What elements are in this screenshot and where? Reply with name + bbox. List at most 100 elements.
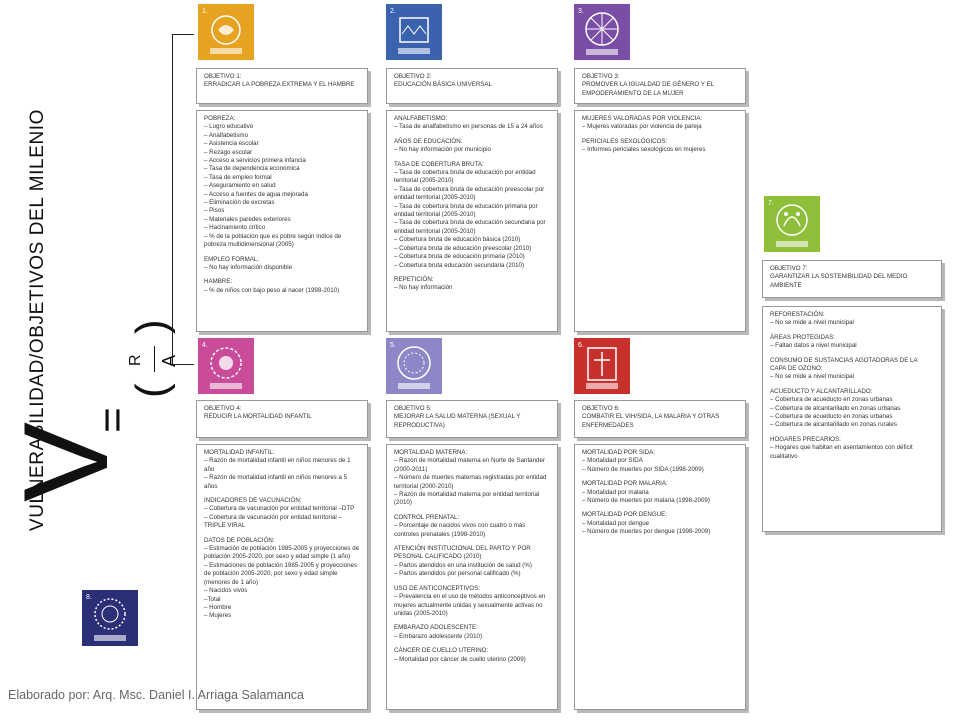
indicator-line: HAMBRE: [204, 278, 233, 286]
mdg-2-number: 2. [390, 8, 396, 15]
objective-1-label: OBJETIVO 1: [204, 73, 242, 80]
indicator-line: – Prevalencia en el uso de métodos antic… [394, 593, 546, 617]
objective-2-label: OBJETIVO 2: [394, 73, 432, 80]
indicator-line: – Mujeres valoradas por violencia de par… [582, 123, 702, 131]
indicator-line: – Nacidos vivos [204, 587, 248, 595]
mdg-3-icon: 3. [574, 4, 630, 60]
objective-6-indicators: MORTALIDAD POR SIDA:– Mortalidad por SID… [574, 444, 746, 710]
indicator-line: POBREZA: [204, 115, 236, 122]
objective-4-header: OBJETIVO 4: REDUCIR LA MORTALIDAD INFANT… [196, 400, 368, 438]
indicator-line: – Número de muertes maternas registradas… [394, 474, 547, 490]
indicator-line: AÑOS DE EDUCACIÓN: [394, 137, 463, 145]
indicator-line: – Razón de mortalidad materna por entida… [394, 491, 540, 507]
indicator-line: HOGARES PRECARIOS: [770, 435, 841, 443]
connector-bottom [172, 364, 194, 365]
objective-3-header: OBJETIVO 3: PROMOVER LA IGUALDAD DE GÉNE… [574, 68, 746, 104]
mdg-7-icon: 7. [764, 196, 820, 252]
mdg-1-number: 1. [202, 8, 208, 15]
objective-7-indicators: REFORESTACIÓN:– No se mide a nivel munic… [762, 306, 942, 532]
objective-7-header: OBJETIVO 7: GARANTIZAR LA SOSTENIBILIDAD… [762, 260, 942, 298]
indicator-line: – Cobertura de vacunación por entidad te… [204, 505, 355, 513]
indicator-line: – Mortalidad por dengue [582, 519, 650, 527]
indicator-line: EMBARAZO ADOLESCENTE: [394, 624, 478, 632]
mdg-2-icon: 2. [386, 4, 442, 60]
mdg-5-icon: 5. [386, 338, 442, 394]
objective-4-indicators: MORTALIDAD INFANTIL: – Razón de mortalida… [196, 444, 368, 710]
objective-2-title: EDUCACIÓN BÁSICA UNIVERSAL [394, 81, 492, 89]
objective-3-indicators: MUJERES VALORADAS POR VIOLENCIA:– Mujere… [574, 110, 746, 332]
indicator-line: – Acceso a servicios primera infancia [204, 157, 306, 165]
indicator-line: ATENCIÓN INSTITUCIONAL DEL PARTO Y POR P… [394, 545, 531, 561]
formula-numerator: R [127, 354, 144, 366]
indicator-line: – Partos atendidos en una institución de… [394, 561, 532, 569]
indicator-line: MORTALIDAD POR MALARIA: [582, 480, 668, 488]
indicator-line: CONSUMO DE SUSTANCIAS AGOTADORAS DE LA C… [770, 356, 918, 373]
formula-denominator: A [159, 354, 179, 367]
indicator-line: – Número de muertes por SIDA (1998-2009) [582, 465, 704, 473]
indicator-line: – No hay información disponible [204, 263, 293, 271]
indicator-line: – Número de muertes por malaria (1998-20… [582, 497, 710, 505]
formula-equals: = [87, 407, 137, 433]
objective-5-header: OBJETIVO 5: MEJORAR LA SALUD MATERNA (SE… [386, 400, 558, 438]
objective-6-title: COMBATIR EL VIH/SIDA, LA MALARIA Y OTRAS… [582, 413, 720, 429]
indicator-line: – Cobertura bruta de educación primaria … [394, 253, 525, 261]
indicator-line: – Acceso a fuentes de agua mejorada [204, 190, 308, 198]
indicator-line: ÁREAS PROTEGIDAS: [770, 333, 835, 341]
indicator-line: – Tasa de cobertura bruta de educación p… [394, 169, 536, 185]
indicator-line: – Razón de mortalidad materna en Norte d… [394, 457, 545, 473]
indicator-line: – Mortalidad por cáncer de cuello uterin… [394, 655, 526, 663]
formula-bar [154, 346, 155, 372]
indicator-line: – No hay información [394, 284, 453, 292]
indicator-line: – Cobertura de acueducto en zonas urbana… [770, 396, 893, 404]
objective-5-label: OBJETIVO 5: [394, 405, 432, 412]
mdg-6-icon: 6. [574, 338, 630, 394]
indicator-line: – Faltan datos a nivel municipal [770, 342, 857, 350]
indicator-line: – Tasa de empleo formal [204, 173, 272, 181]
indicator-line: TASA DE COBERTURA BRUTA: [394, 160, 484, 168]
mdg-4-icon: 4. [198, 338, 254, 394]
indicator-line: – Cobertura de vacunación por entidad te… [204, 513, 342, 530]
indicator-line: – Partos atendidos por personal califica… [394, 570, 521, 578]
mdg-5-number: 5. [390, 342, 396, 349]
indicator-line: – Hacinamiento crítico [204, 224, 266, 232]
objective-1-indicators: POBREZA:– Logro educativo– Analfabetismo… [196, 110, 368, 332]
connector-top [172, 34, 194, 35]
indicator-line: – Razón de mortalidad infantil en niños … [204, 474, 348, 490]
objective-5-indicators: MORTALIDAD MATERNA:– Razón de mortalidad… [386, 444, 558, 710]
mdg-3-number: 3. [578, 8, 584, 15]
indicator-line: – Mujeres [204, 612, 232, 620]
author-credit: Elaborado por: Arq. Msc. Daniel I. Arria… [8, 688, 304, 702]
mdg-1-icon: 1. [198, 4, 254, 60]
indicator-line: – No hay información por municipio [394, 146, 491, 154]
objective-4-label: OBJETIVO 4: [204, 405, 242, 412]
indicator-line: – Estimación de población 1985-2005 y pr… [204, 545, 360, 561]
objective-4-title: REDUCIR LA MORTALIDAD INFANTIL [204, 413, 312, 421]
mdg-8-number: 8. [86, 594, 92, 601]
formula-variable: V [0, 421, 134, 503]
indicator-line: – Porcentaje de nacidos vivos con cuatro… [394, 522, 526, 538]
indicator-line: – Cobertura bruta de educación preescola… [394, 244, 532, 252]
indicator-line: – % de niños con bajo peso al nacer (199… [204, 286, 340, 294]
indicator-line: CONTROL PRENATAL: [394, 513, 460, 521]
indicator-line: CÁNCER DE CUELLO UTERINO: [394, 647, 489, 655]
indicator-line: – Tasa de cobertura bruta de educación p… [394, 202, 538, 219]
mdg-8-icon: 8. [82, 590, 138, 646]
indicator-line: – Tasa de analfabetismo en personas de 1… [394, 123, 543, 131]
objective-6-label: OBJETIVO 6: [582, 405, 620, 412]
indicator-line: – Tasa de dependencia económica [204, 165, 300, 173]
indicator-line: – Número de muertes por dengue (1998-200… [582, 528, 711, 536]
indicator-line: – Estimaciones de población 1985-2005 y … [204, 561, 358, 586]
indicator-line: – Hogares que habitan en asentamientos c… [770, 444, 913, 460]
indicator-line: – Embarazo adolescente (2010) [394, 632, 483, 640]
formula-fraction: ( R A ) [115, 319, 195, 400]
indicator-line: – Cobertura bruta educación secundaria (… [394, 261, 525, 269]
objective-6-header: OBJETIVO 6: COMBATIR EL VIH/SIDA, LA MAL… [574, 400, 746, 438]
indicator-line: MORTALIDAD INFANTIL: [204, 449, 275, 456]
objective-5-title: MEJORAR LA SALUD MATERNA (SEXUAL Y REPRO… [394, 413, 521, 429]
indicator-line: – Rezago escolar [204, 148, 253, 156]
indicator-line: – Cobertura de alcantarillado en zonas u… [770, 404, 901, 412]
objective-7-title: GARANTIZAR LA SOSTENIBILIDAD DEL MEDIO A… [770, 273, 908, 289]
indicator-line: MORTALIDAD POR DENGUE: [582, 511, 668, 519]
mdg-6-number: 6. [578, 342, 584, 349]
indicator-line: – Informes periciales sexológicos en muj… [582, 146, 706, 154]
